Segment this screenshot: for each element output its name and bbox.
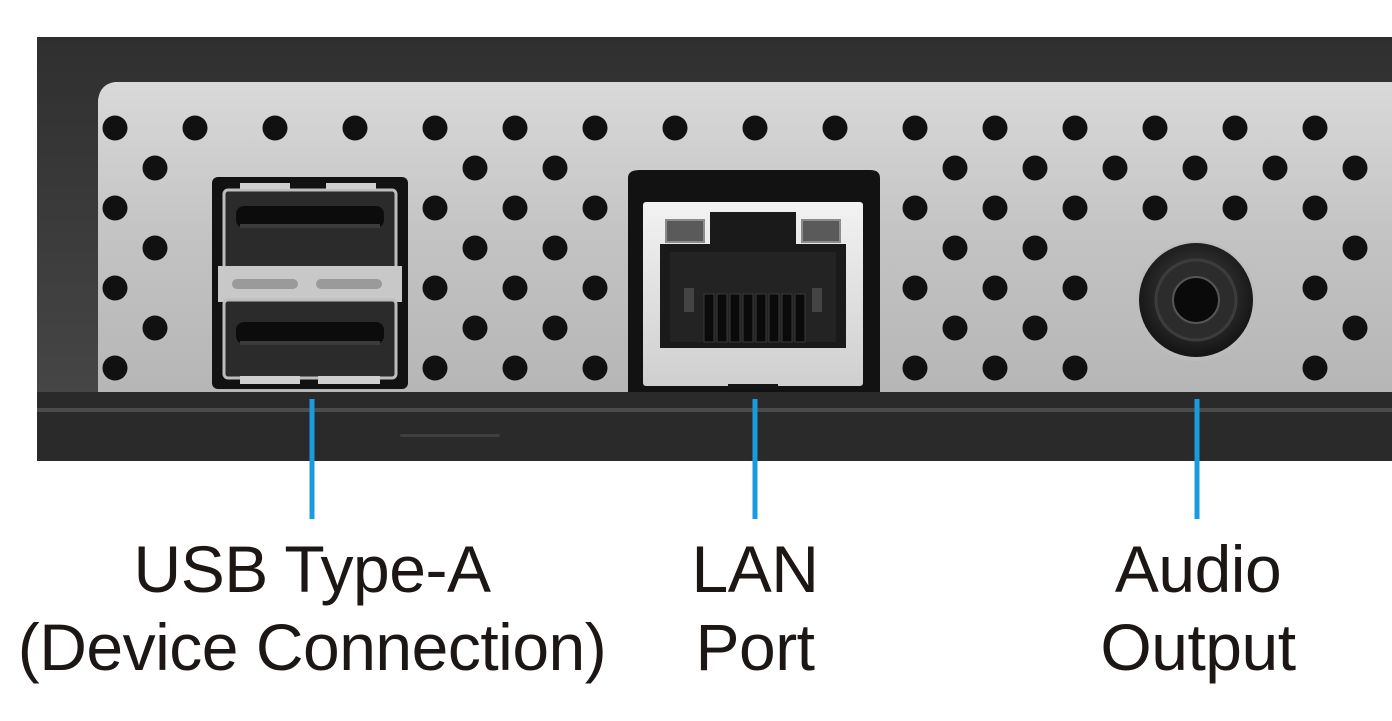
perforation-hole [982,115,1008,141]
lan-label-line-2: Port [695,610,815,684]
perforation-hole [942,315,968,341]
perforation-hole [742,115,768,141]
perforation-hole [102,275,128,301]
perforation-hole [902,115,928,141]
perforation-hole [822,115,848,141]
perforation-hole [422,275,448,301]
perforation-holes [102,115,1368,381]
perforation-hole [942,155,968,181]
usb-label-line-2: (Device Connection) [17,610,607,684]
perforation-hole [1142,195,1168,221]
perforation-hole [502,355,528,381]
perforation-hole [462,315,488,341]
perforation-hole [1302,355,1328,381]
perforation-hole [982,275,1008,301]
perforation-hole [1022,315,1048,341]
perforation-hole [262,115,288,141]
perforation-hole [502,275,528,301]
perforation-hole [342,115,368,141]
perforation-hole [1022,155,1048,181]
perforation-hole [902,355,928,381]
perforation-hole [1062,195,1088,221]
perforation-hole [102,115,128,141]
leader-lines [309,399,1200,519]
perforation-hole [1342,155,1368,181]
audio-label-line-2: Output [1100,610,1296,684]
perforation-hole [1262,155,1288,181]
lan-label-line-1: LAN [691,532,819,606]
perforation-hole [1182,155,1208,181]
perforation-hole [982,355,1008,381]
perforation-hole [1302,115,1328,141]
audio-output-label: Audio Output [1080,530,1316,686]
audio-jack-3-5mm-icon [1136,241,1256,361]
perforation-hole [422,195,448,221]
perforation-hole [102,355,128,381]
perforation-hole [582,195,608,221]
perforation-hole [422,355,448,381]
perforation-hole [1222,195,1248,221]
perforation-hole [1062,275,1088,301]
lan-port-label: LAN Port [655,530,855,686]
perforation-hole [662,115,688,141]
perforation-hole [1222,115,1248,141]
perforation-hole [902,275,928,301]
perforation-hole [582,275,608,301]
perforation-hole [582,355,608,381]
rj45-lan-port-icon [628,170,880,392]
perforation-hole [462,155,488,181]
perforation-hole [422,115,448,141]
perforation-hole [542,155,568,181]
perforation-hole [542,235,568,261]
audio-label-line-1: Audio [1114,532,1282,606]
perforation-hole [582,115,608,141]
perforation-hole [502,195,528,221]
perforation-hole [942,235,968,261]
perforation-hole [982,195,1008,221]
perforation-hole [542,315,568,341]
perforation-hole [502,115,528,141]
perforation-hole [1342,235,1368,261]
perforation-hole [1022,235,1048,261]
perforation-hole [142,155,168,181]
perforation-hole [142,315,168,341]
perforation-hole [1302,275,1328,301]
perforation-hole [1142,115,1168,141]
perforation-hole [902,195,928,221]
perforation-hole [142,235,168,261]
usb-type-a-dual-port-icon [212,177,408,389]
perforation-hole [1062,355,1088,381]
usb-type-a-label: USB Type-A (Device Connection) [0,530,624,686]
perforation-hole [1342,315,1368,341]
perforation-hole [1302,195,1328,221]
usb-label-line-1: USB Type-A [133,532,491,606]
perforation-hole [1102,155,1128,181]
perforation-hole [102,195,128,221]
perforation-hole [462,235,488,261]
perforation-hole [1062,115,1088,141]
perforation-hole [182,115,208,141]
